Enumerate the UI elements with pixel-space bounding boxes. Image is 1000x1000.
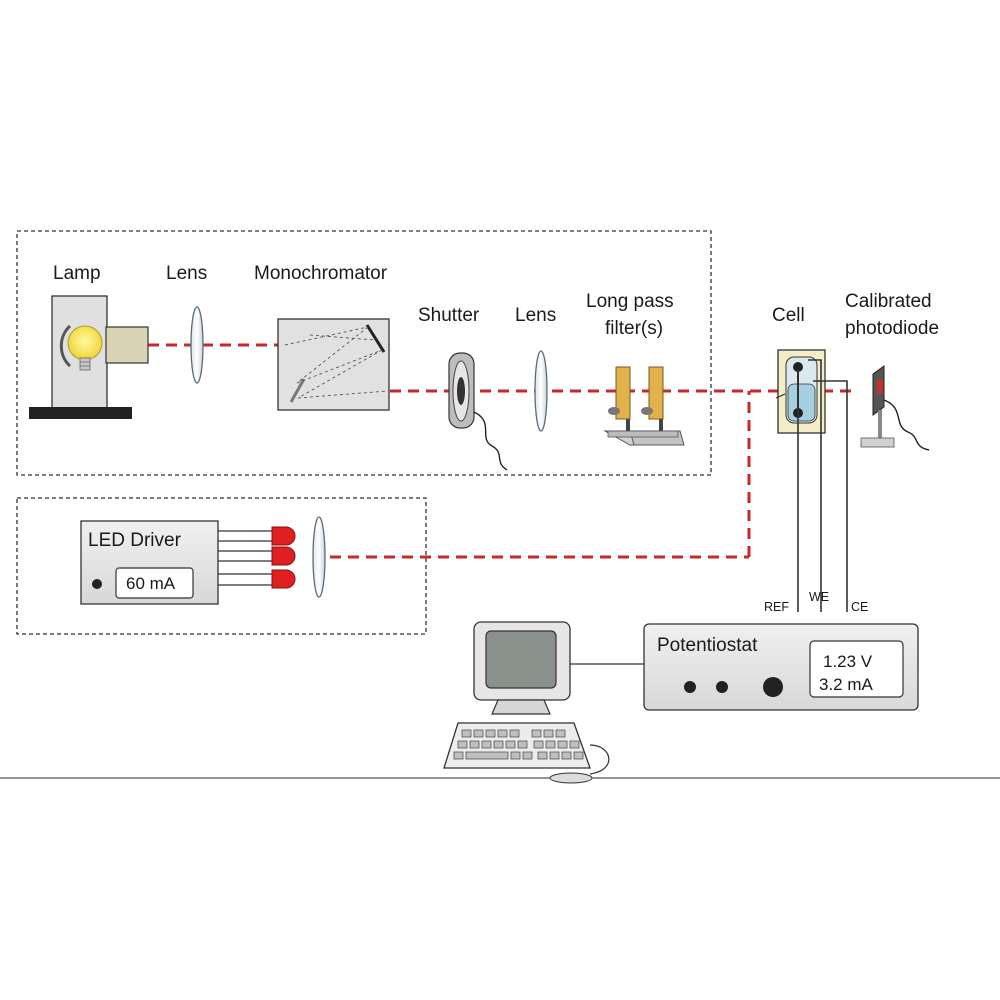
potentiostat-title: Potentiostat	[657, 635, 758, 656]
lens-2	[534, 350, 548, 432]
led-driver	[80, 520, 219, 605]
led-driver-title: LED Driver	[88, 530, 182, 551]
led-driver-indicator	[92, 579, 102, 589]
long-pass-label-line2: filter(s)	[605, 318, 663, 339]
photodiode-label-line2: photodiode	[845, 318, 939, 339]
led-driver-current: 60 mA	[126, 574, 176, 593]
shutter	[448, 352, 508, 471]
ref-label: REF	[764, 600, 789, 614]
long-pass-filters	[603, 366, 685, 446]
electrochemical-cell	[775, 349, 826, 434]
shutter-label: Shutter	[418, 305, 480, 326]
led-lens	[312, 516, 326, 598]
lens-2-label: Lens	[515, 305, 556, 326]
long-pass-label-line1: Long pass	[586, 291, 674, 312]
led-setup-box	[16, 497, 427, 635]
potentiostat-knob-2	[716, 681, 728, 693]
electrode-wires	[797, 359, 848, 612]
potentiostat-display	[809, 640, 904, 698]
ce-label: CE	[851, 600, 868, 614]
led-array	[218, 526, 296, 589]
lens-1-label: Lens	[166, 263, 207, 284]
lamp-label: Lamp	[53, 263, 101, 284]
potentiostat-current: 3.2 mA	[819, 675, 874, 694]
monitor-screen	[485, 630, 557, 689]
lens-1	[190, 306, 204, 384]
we-label: WE	[809, 590, 829, 604]
monochromator-setup-box	[16, 230, 712, 476]
computer	[443, 621, 610, 784]
potentiostat	[643, 623, 919, 711]
potentiostat-knob-3	[763, 677, 783, 697]
potentiostat-voltage: 1.23 V	[823, 652, 873, 671]
mouse	[549, 772, 593, 784]
light-beam-path	[148, 343, 855, 559]
monochromator-label: Monochromator	[254, 263, 388, 284]
calibrated-photodiode	[860, 365, 930, 451]
monochromator	[277, 318, 390, 411]
lamp	[29, 295, 149, 419]
photodiode-label-line1: Calibrated	[845, 291, 932, 312]
cell-label: Cell	[772, 305, 805, 326]
potentiostat-knob-1	[684, 681, 696, 693]
